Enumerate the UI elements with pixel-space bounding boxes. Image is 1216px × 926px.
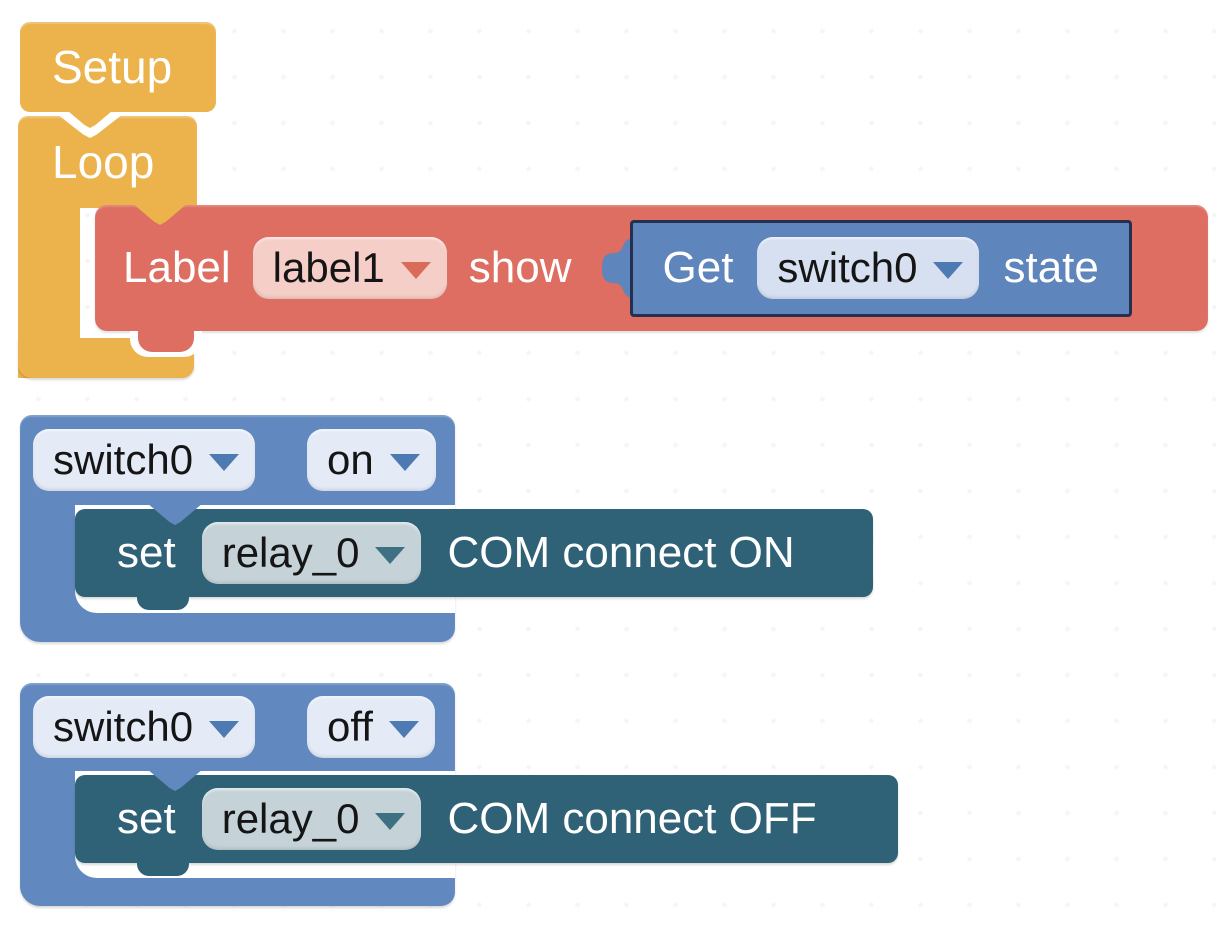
dropdown-arrow-icon — [400, 261, 431, 279]
setup-block[interactable]: Setup — [20, 22, 216, 112]
dropdown-value: switch0 — [777, 244, 918, 291]
dropdown-arrow-icon — [375, 546, 406, 564]
label-text: Label — [123, 243, 231, 292]
event-state-dropdown[interactable]: on — [307, 429, 436, 491]
get-text: Get — [662, 243, 734, 292]
label-block-bottom-connector-icon — [138, 326, 194, 352]
value-input-socket: Get switch0 state — [598, 219, 1132, 317]
dropdown-value: off — [327, 703, 373, 750]
dropdown-value: switch0 — [53, 703, 194, 750]
relay-dropdown[interactable]: relay_0 — [201, 788, 422, 850]
dropdown-value: relay_0 — [221, 795, 360, 842]
action-text: COM connect ON — [447, 528, 795, 577]
event-device-dropdown[interactable]: switch0 — [33, 429, 256, 491]
dropdown-value: label1 — [272, 244, 385, 291]
get-state-block[interactable]: Get switch0 state — [629, 219, 1132, 317]
dropdown-arrow-icon — [209, 720, 240, 738]
set-text: set — [117, 528, 176, 577]
dropdown-value: switch0 — [53, 436, 194, 483]
state-text: state — [1003, 243, 1099, 292]
label-show-block[interactable]: Label label1 show Get switch0 state — [95, 205, 1208, 331]
dropdown-arrow-icon — [209, 453, 240, 471]
set-relay-on-block[interactable]: set relay_0 COM connect ON — [75, 509, 873, 597]
dropdown-value: on — [327, 436, 374, 483]
action-text: COM connect OFF — [447, 794, 817, 843]
show-text: show — [468, 243, 572, 292]
dropdown-arrow-icon — [389, 453, 420, 471]
event-state-dropdown[interactable]: off — [307, 696, 435, 758]
event-device-dropdown[interactable]: switch0 — [33, 696, 256, 758]
relay-dropdown[interactable]: relay_0 — [201, 522, 422, 584]
set-block-bottom-connector-icon — [137, 858, 189, 876]
setup-label: Setup — [52, 41, 173, 93]
dropdown-value: relay_0 — [221, 529, 360, 576]
set-block-bottom-connector-icon — [137, 592, 189, 610]
dropdown-arrow-icon — [388, 720, 419, 738]
loop-block[interactable]: Loop — [18, 116, 197, 208]
dropdown-arrow-icon — [375, 812, 406, 830]
dropdown-arrow-icon — [933, 261, 964, 279]
get-device-dropdown[interactable]: switch0 — [757, 237, 980, 299]
set-text: set — [117, 794, 176, 843]
label-name-dropdown[interactable]: label1 — [252, 237, 447, 299]
value-connector-icon — [601, 238, 634, 298]
set-relay-off-block[interactable]: set relay_0 COM connect OFF — [75, 775, 898, 863]
loop-label: Loop — [52, 136, 155, 188]
